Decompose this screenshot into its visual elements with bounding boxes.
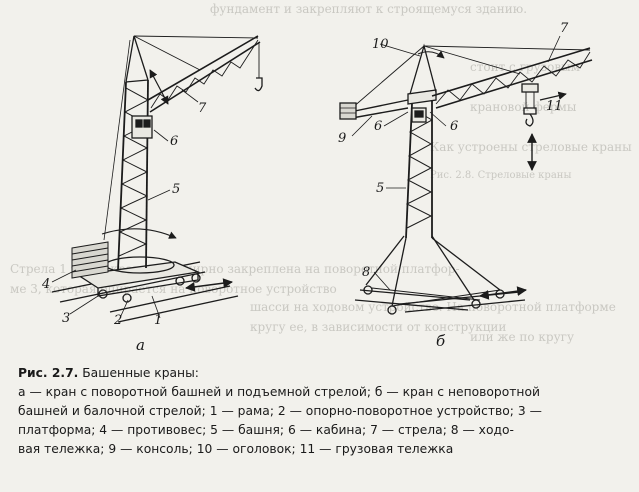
label-6c: 6: [450, 119, 458, 134]
label-7: 7: [198, 101, 207, 116]
label-6b: 6: [374, 119, 382, 134]
caption-title-rest: Башенные краны:: [78, 366, 199, 380]
label-11: 11: [546, 99, 563, 114]
sublabel-b: б: [436, 332, 446, 350]
caption-title: Рис. 2.7.: [18, 366, 79, 380]
crane-b-drawing: [339, 35, 593, 315]
label-5b: 5: [376, 181, 384, 196]
label-2: 2: [113, 313, 122, 328]
crane-a-drawing: [51, 35, 263, 323]
label-4: 4: [41, 277, 50, 292]
label-6: 6: [170, 134, 178, 149]
label-1: 1: [154, 313, 162, 328]
tower-cranes-figure: 1 2 3 4 5 6 7 10 7 11 9 6 6 5 8 а б: [41, 21, 593, 354]
figure-caption: Рис. 2.7. Башенные краны: а — кран с пов…: [18, 364, 624, 459]
label-7b: 7: [560, 21, 569, 36]
sublabel-a: а: [136, 336, 145, 354]
caption-line: башней и балочной стрелой; 1 — рама; 2 —…: [18, 404, 542, 418]
label-3: 3: [62, 311, 70, 326]
caption-line: платформа; 4 — противовес; 5 — башня; 6 …: [18, 423, 514, 437]
label-10: 10: [372, 37, 389, 52]
label-5: 5: [172, 182, 180, 197]
caption-line: вая тележка; 9 — консоль; 10 — оголовок;…: [18, 442, 454, 456]
label-9: 9: [338, 131, 346, 146]
caption-line: а — кран с поворотной башней и подъемной…: [18, 385, 540, 399]
label-8: 8: [362, 265, 370, 280]
